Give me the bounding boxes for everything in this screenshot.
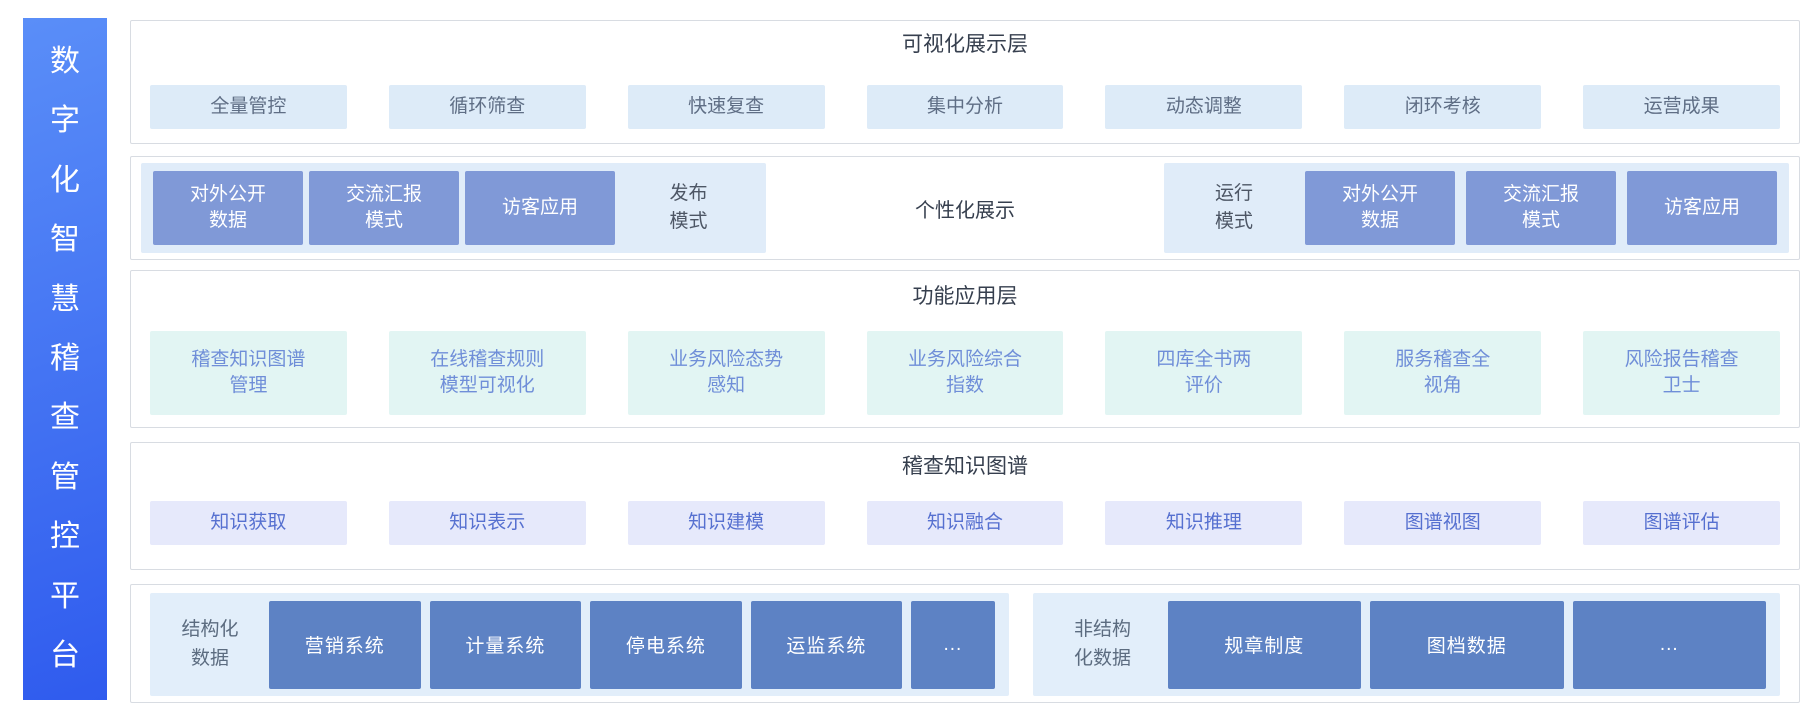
function-item: 在线稽查规则 模型可视化 — [388, 331, 586, 415]
function-item: 服务稽查全 视角 — [1344, 331, 1542, 415]
function-item: 四库全书两 评价 — [1105, 331, 1303, 415]
platform-title-char: 稽 — [50, 341, 80, 375]
platform-title-char: 台 — [50, 639, 80, 673]
knowledge-graph-item: 知识推理 — [1105, 501, 1303, 545]
platform-title-char: 管 — [50, 460, 80, 494]
knowledge-graph-item: 知识表示 — [388, 501, 586, 545]
unstructured-data-systems: 规章制度图档数据... — [1167, 600, 1767, 689]
structured-system-box: 营销系统 — [269, 600, 421, 689]
knowledge-graph-layer-title: 稽查知识图谱 — [902, 455, 1028, 478]
platform-title-char: 智 — [50, 223, 80, 257]
structured-system-box: 运监系统 — [750, 600, 903, 689]
knowledge-graph-layer: 稽查知识图谱 知识获取知识表示知识建模知识融合知识推理图谱视图图谱评估 — [130, 442, 1800, 570]
structured-system-box: ... — [911, 600, 995, 689]
run-mode-label: 运行 模式 — [1214, 183, 1253, 232]
layer-rows: 可视化展示层 全量管控循环筛查快速复查集中分析动态调整闭环考核运营成果 对外公开… — [130, 20, 1800, 703]
publish-mode-label: 发布 模式 — [669, 183, 708, 232]
function-application-layer: 功能应用层 稽查知识图谱 管理在线稽查规则 模型可视化业务风险态势 感知业务风险… — [130, 270, 1800, 428]
visualization-item: 快速复查 — [627, 85, 825, 129]
personalized-display-label: 个性化展示 — [915, 199, 1015, 222]
unstructured-data-group: 非结构 化数据 规章制度图档数据... — [1032, 593, 1780, 696]
structured-data-systems: 营销系统计量系统停电系统运监系统... — [269, 600, 995, 689]
structured-system-box: 计量系统 — [429, 600, 582, 689]
run-mode-group: 运行 模式 对外公开 数据交流汇报 模式访客应用 — [1164, 163, 1789, 253]
knowledge-graph-layer-items: 知识获取知识表示知识建模知识融合知识推理图谱视图图谱评估 — [131, 501, 1799, 545]
run-mode-item: 访客应用 — [1627, 171, 1777, 245]
visualization-item: 集中分析 — [866, 85, 1064, 129]
function-layer-title: 功能应用层 — [912, 285, 1018, 308]
structured-data-group: 结构化 数据 营销系统计量系统停电系统运监系统... — [150, 593, 1009, 696]
platform-title-char: 化 — [50, 163, 80, 197]
platform-title-char: 查 — [50, 401, 80, 435]
knowledge-graph-item: 知识获取 — [150, 501, 347, 545]
platform-title-char: 字 — [50, 104, 80, 138]
visualization-item: 全量管控 — [150, 85, 347, 129]
function-item: 稽查知识图谱 管理 — [150, 331, 347, 415]
visualization-layer-title: 可视化展示层 — [902, 33, 1028, 56]
unstructured-system-box: 规章制度 — [1167, 600, 1362, 689]
run-mode-item: 交流汇报 模式 — [1466, 171, 1616, 245]
function-item: 风险报告稽查 卫士 — [1583, 331, 1780, 415]
knowledge-graph-item: 知识建模 — [627, 501, 825, 545]
function-item: 业务风险态势 感知 — [627, 331, 825, 415]
visualization-item: 闭环考核 — [1344, 85, 1542, 129]
visualization-layer-items: 全量管控循环筛查快速复查集中分析动态调整闭环考核运营成果 — [131, 85, 1799, 129]
visualization-item: 动态调整 — [1105, 85, 1303, 129]
publish-mode-item: 访客应用 — [465, 171, 615, 245]
platform-title-char: 慧 — [50, 282, 80, 316]
publish-mode-item: 对外公开 数据 — [153, 171, 303, 245]
platform-title-char: 控 — [50, 520, 80, 554]
knowledge-graph-item: 知识融合 — [866, 501, 1064, 545]
unstructured-system-box: ... — [1572, 600, 1767, 689]
unstructured-system-box: 图档数据 — [1370, 600, 1564, 689]
structured-data-label: 结构化 数据 — [181, 619, 239, 669]
platform-title-char: 数 — [50, 44, 80, 78]
visualization-item: 循环筛查 — [388, 85, 586, 129]
platform-title-char: 平 — [50, 579, 80, 613]
function-item: 业务风险综合 指数 — [866, 331, 1064, 415]
data-source-layer: 结构化 数据 营销系统计量系统停电系统运监系统... 非结构 化数据 规章制度图… — [130, 584, 1800, 703]
run-mode-item: 对外公开 数据 — [1305, 171, 1455, 245]
visualization-item: 运营成果 — [1583, 85, 1780, 129]
knowledge-graph-item: 图谱视图 — [1344, 501, 1542, 545]
structured-system-box: 停电系统 — [590, 600, 742, 689]
platform-title-bar: 数字化智慧稽查管控平台 — [23, 18, 107, 700]
publish-mode-group: 对外公开 数据交流汇报 模式访客应用 发布 模式 — [141, 163, 766, 253]
knowledge-graph-item: 图谱评估 — [1583, 501, 1780, 545]
unstructured-data-label: 非结构 化数据 — [1074, 619, 1132, 669]
visualization-layer: 可视化展示层 全量管控循环筛查快速复查集中分析动态调整闭环考核运营成果 — [130, 20, 1800, 144]
publish-mode-item: 交流汇报 模式 — [309, 171, 459, 245]
display-mode-layer: 对外公开 数据交流汇报 模式访客应用发布 模式 个性化展示 运行 模式对外公开 … — [130, 156, 1800, 260]
function-layer-items: 稽查知识图谱 管理在线稽查规则 模型可视化业务风险态势 感知业务风险综合 指数四… — [131, 331, 1799, 415]
